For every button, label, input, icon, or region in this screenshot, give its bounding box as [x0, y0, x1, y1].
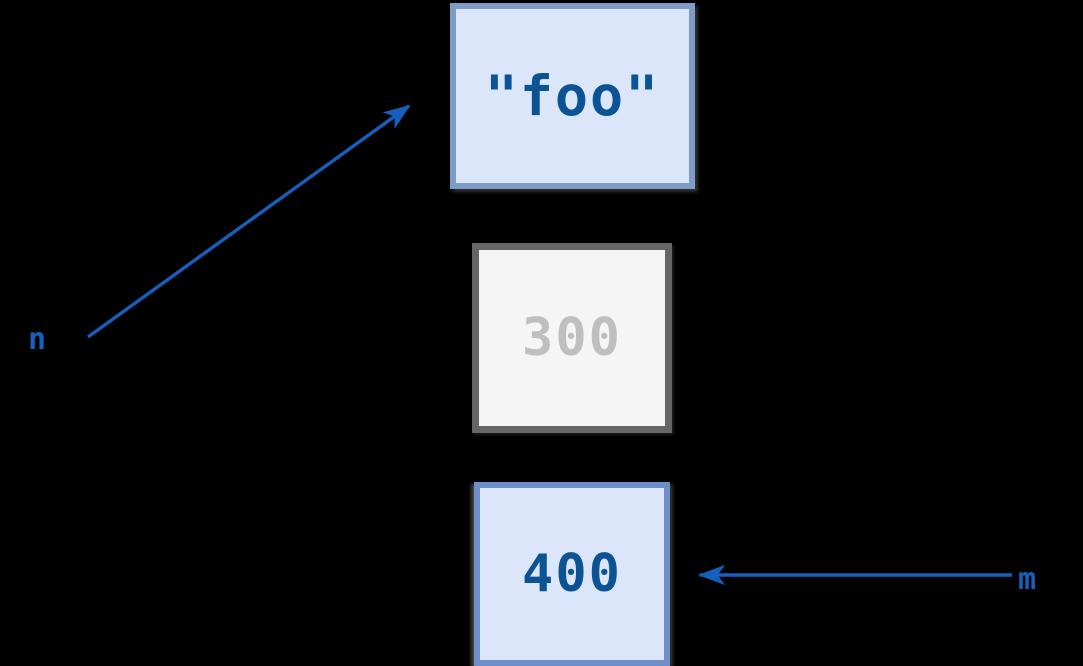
value-box-300[interactable]: 300 [472, 243, 672, 433]
arrow-left-to-foo [87, 104, 411, 339]
value-box-foo[interactable]: "foo" [450, 3, 695, 189]
value-box-foo-text: "foo" [484, 64, 661, 128]
variable-label-right[interactable]: m [1018, 562, 1037, 597]
value-box-300-text: 300 [522, 308, 622, 368]
variable-label-left[interactable]: n [28, 322, 47, 357]
value-box-400[interactable]: 400 [474, 482, 670, 666]
value-box-400-text: 400 [522, 544, 622, 604]
